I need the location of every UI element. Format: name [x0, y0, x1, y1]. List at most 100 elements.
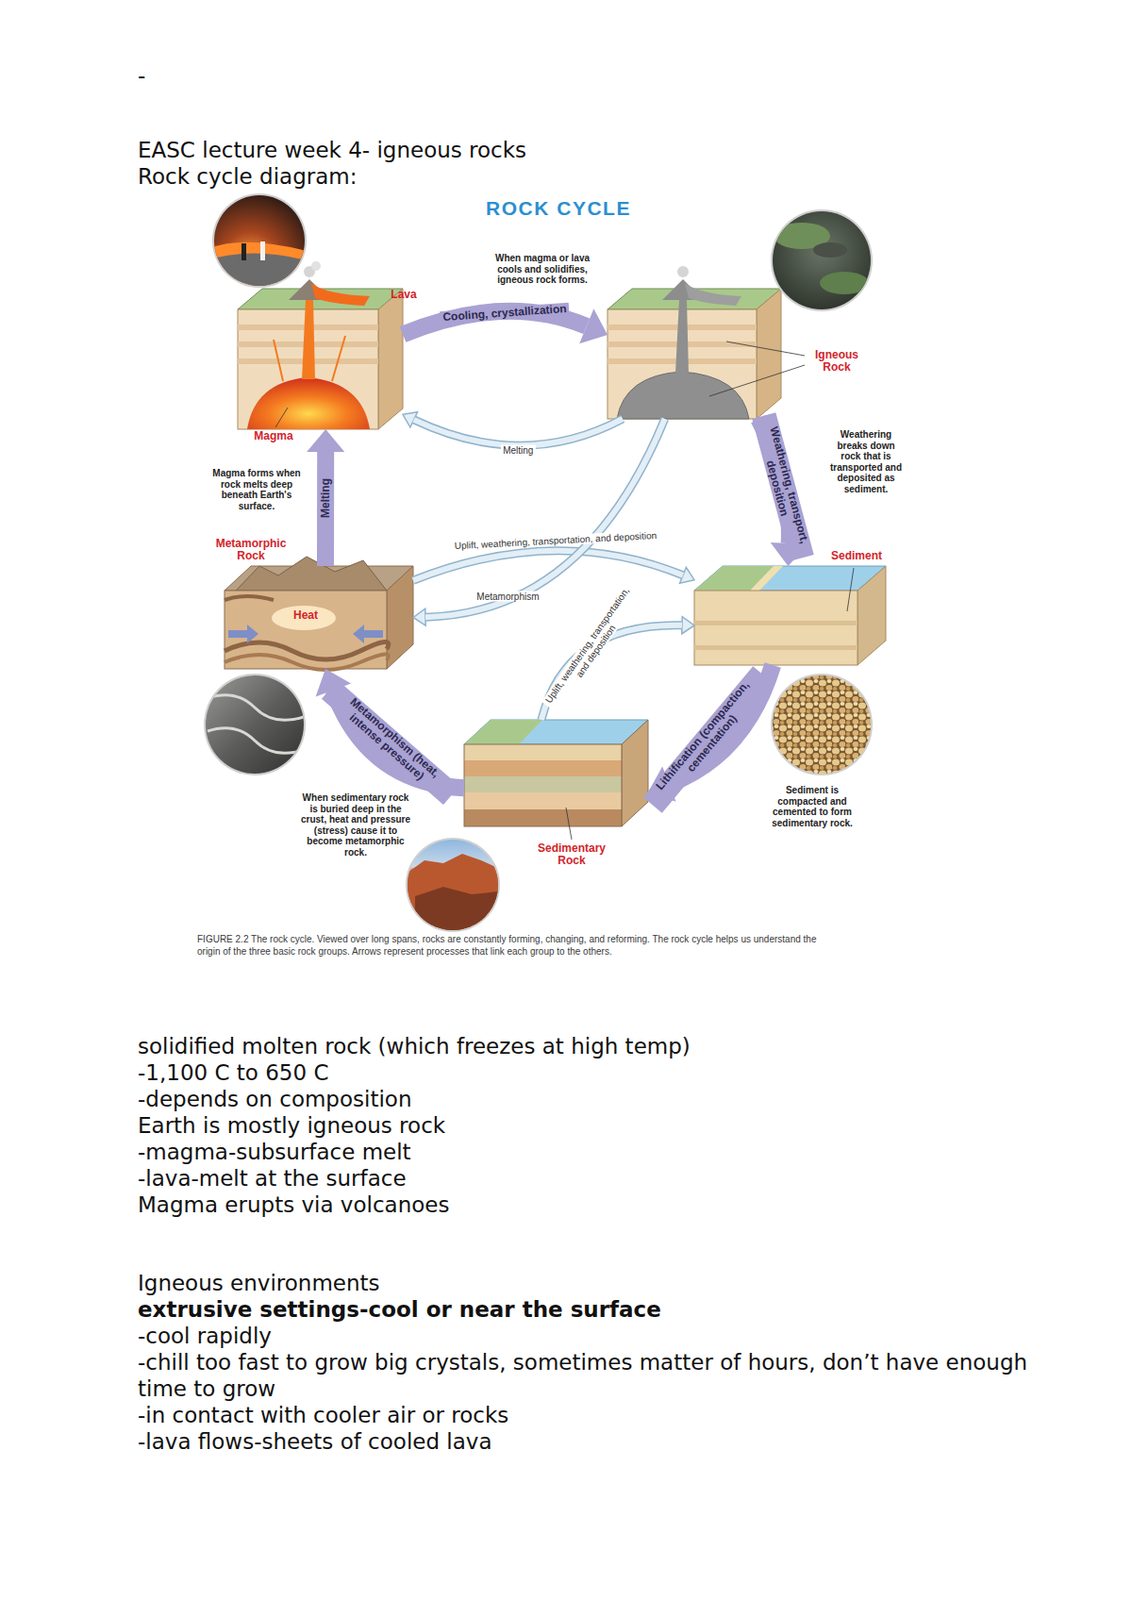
page-mark: - — [137, 62, 146, 89]
leader-line — [275, 341, 854, 840]
process-label: Melting — [319, 475, 333, 521]
photo-metamorphic-part — [207, 695, 304, 754]
annotation: When magma or lava cools and solidifies,… — [485, 252, 600, 286]
process-arrow — [306, 429, 345, 566]
sedimentary-block — [464, 719, 649, 827]
metamorphic-block-part — [224, 653, 389, 670]
magma-block: LavaMagma — [237, 281, 403, 430]
metamorphic-block-part — [228, 624, 259, 644]
sedimentary-block-part — [464, 760, 622, 777]
leader-line-part — [275, 407, 288, 428]
sedimentary-block-part — [464, 809, 622, 827]
magma-block-part — [378, 288, 403, 430]
note-line: -cool rapidly — [137, 1322, 1063, 1349]
arrow-head — [306, 429, 345, 452]
block-label: Magma — [248, 430, 300, 443]
sedimentary-block-part — [621, 719, 649, 827]
photo-canyon-part-part — [407, 853, 499, 934]
note-subheading: extrusive settings-cool or near the surf… — [137, 1296, 1063, 1323]
photo-metamorphic-part-part — [207, 728, 304, 754]
body-text: solidified molten rock (which freezes at… — [137, 1032, 1063, 1455]
leader-line-part — [847, 567, 854, 612]
block-label: Igneous Rock — [807, 349, 866, 374]
note-line: solidified molten rock (which freezes at… — [137, 1032, 1063, 1060]
sediment-block-part — [694, 590, 858, 666]
photo-metamorphic-part — [205, 675, 304, 774]
photo-igneous-part-part — [813, 242, 848, 258]
metamorphic-block: Metamorphic RockHeat — [224, 566, 414, 669]
note-line: Magma erupts via volcanoes — [137, 1191, 1063, 1218]
photo-lava-part-part — [212, 242, 307, 261]
photo-canyon — [405, 837, 500, 934]
annotation: When sedimentary rock is buried deep in … — [299, 792, 412, 858]
annotation: Sediment is compacted and cemented to fo… — [760, 784, 865, 829]
arrow-outline — [414, 418, 623, 446]
metamorphic-block — [224, 556, 414, 670]
sediment-block-part — [749, 566, 783, 591]
photo-igneous-part — [773, 222, 869, 295]
sedimentary-block-part — [464, 776, 622, 793]
igneous-block-part — [684, 283, 742, 306]
photo-sand — [770, 673, 873, 776]
igneous-block-part — [675, 299, 689, 374]
block-label: Lava — [387, 288, 420, 301]
note-line: -lava-melt at the surface — [137, 1165, 1063, 1192]
photo-sand-part — [772, 675, 871, 774]
leader-line-part — [726, 341, 805, 356]
igneous-block-part — [756, 288, 782, 419]
process-label: Weathering, transport, deposition — [751, 412, 814, 561]
sediment-block-part — [694, 566, 886, 591]
block-label: Sedimentary Rock — [528, 842, 616, 867]
photo-metamorphic — [203, 673, 306, 776]
sediment-block-part — [857, 566, 886, 666]
sedimentary-block-part — [464, 744, 622, 761]
magma-block-part — [311, 261, 321, 271]
note-line: Earth is mostly igneous rock — [137, 1112, 1063, 1139]
metamorphic-block-part — [386, 566, 414, 669]
photo-igneous-part — [772, 211, 871, 310]
block-label: Metamorphic Rock — [205, 537, 297, 563]
photo-igneous — [770, 209, 873, 312]
section-heading: Rock cycle diagram: — [137, 163, 357, 190]
note-line: -magma-subsurface melt — [137, 1138, 1063, 1166]
note-line: -1,100 C to 650 C — [137, 1059, 1063, 1086]
process-label: Metamorphism (heat, intense pressure) — [321, 680, 460, 805]
metamorphic-block-part — [352, 624, 383, 644]
process-label: Uplift, weathering, transportation, and … — [541, 582, 642, 714]
sedimentary-block-part — [464, 719, 543, 745]
block-label: Heat — [288, 609, 323, 622]
photo-lava-part-part — [260, 241, 266, 261]
process-label: Uplift, weathering, transportation, and … — [451, 530, 659, 551]
photo-metamorphic-part-part — [207, 695, 304, 721]
sediment-block — [694, 566, 886, 666]
photo-lava — [212, 193, 307, 291]
sedimentary-block: Sedimentary Rock — [464, 719, 649, 827]
sediment-block-part — [694, 645, 858, 650]
process-label: Metamorphism — [474, 590, 541, 601]
process-label: Melting — [500, 444, 535, 455]
note-line: -lava flows-sheets of cooled lava — [137, 1428, 1063, 1455]
arrow-head — [579, 308, 608, 344]
arrow-body — [414, 418, 623, 446]
photo-lava-part-part — [241, 243, 247, 261]
igneous-block: Igneous Rock — [607, 281, 782, 419]
leader-line-part — [566, 807, 572, 840]
photo-sand-part — [770, 673, 873, 776]
secondary-arrow — [402, 412, 623, 446]
igneous-block-part — [616, 371, 750, 419]
photo-canyon-part-part — [415, 886, 499, 934]
arrow-head — [413, 608, 426, 626]
note-line: -depends on composition — [137, 1085, 1063, 1113]
photo-metamorphic-part — [203, 673, 306, 776]
figure-caption: FIGURE 2.2 The rock cycle. Viewed over l… — [197, 933, 839, 958]
process-label: Lithification (compaction, cementation) — [642, 666, 771, 814]
photo-lava-part-part — [212, 252, 307, 291]
metamorphic-block-part — [224, 596, 274, 600]
lecture-heading: EASC lecture week 4- igneous rocks — [137, 136, 527, 164]
arrow-body — [316, 451, 334, 566]
igneous-block — [607, 266, 782, 419]
magma-block-part — [301, 299, 316, 380]
igneous-block-part — [677, 266, 689, 278]
note-heading: Igneous environments — [137, 1269, 1063, 1297]
